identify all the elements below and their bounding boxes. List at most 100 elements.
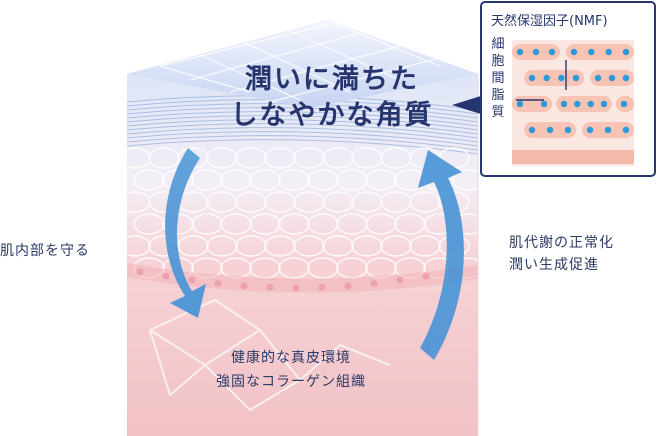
inset-pointer [452, 95, 484, 115]
epidermis-cell [409, 235, 441, 257]
bottom-label: 健康的な真皮環境 強固なコラーゲン組織 [216, 346, 366, 394]
epidermis-cell [336, 169, 368, 191]
nmf-dot [622, 74, 630, 82]
epidermis-cell [206, 147, 238, 169]
epidermis-cell [322, 235, 354, 257]
basal-cell [188, 276, 196, 284]
epidermis-cells [127, 147, 478, 279]
epidermis-cell [351, 147, 383, 169]
basal-cell [162, 272, 170, 280]
nmf-dot [594, 74, 602, 82]
epidermis-cell [322, 147, 354, 169]
epidermis-cell [206, 235, 238, 257]
epidermis-cell [235, 235, 267, 257]
epidermis-cell [191, 213, 223, 235]
epidermis-cell [293, 235, 325, 257]
right-label-line-2: 潤い生成促進 [509, 257, 599, 273]
bottom-label-line-2: 強固なコラーゲン組織 [216, 374, 366, 390]
epidermis-cell [133, 169, 165, 191]
nmf-dot [574, 100, 581, 108]
nmf-dot [588, 48, 595, 56]
epidermis-cell [235, 191, 267, 213]
right-label: 肌代謝の正常化 潤い生成促進 [509, 232, 614, 276]
epidermis-cell [249, 213, 281, 235]
epidermis-cell [148, 235, 180, 257]
epidermis-cell [177, 235, 209, 257]
epidermis-cell [365, 213, 397, 235]
left-label: 肌内部を守る [0, 243, 90, 259]
epidermis-cell [293, 191, 325, 213]
basal-cell [396, 276, 404, 284]
nmf-dot [540, 100, 548, 108]
epidermis-cell [127, 147, 151, 169]
nmf-dot [622, 48, 630, 56]
nmf-dot [532, 48, 540, 56]
nmf-dot [558, 74, 565, 82]
headline: 潤いに満ちた しなやかな角質 [212, 62, 452, 134]
epidermis-cell [307, 213, 339, 235]
nmf-dot [548, 48, 556, 56]
nmf-dot [570, 48, 578, 56]
corneum-line [127, 123, 478, 139]
epidermis-cell [380, 147, 412, 169]
epidermis-cell [191, 169, 223, 191]
nmf-dot [564, 126, 572, 134]
basal-band [127, 263, 478, 293]
epidermis-cell [264, 191, 296, 213]
corneocyte [566, 44, 634, 60]
epidermis-cell [235, 147, 267, 169]
nmf-dot [620, 100, 628, 108]
nmf-dot [543, 74, 550, 82]
epidermis-cell [380, 191, 412, 213]
basal-cell [318, 283, 326, 291]
epidermis-cell [206, 191, 238, 213]
epidermis-cell [220, 169, 252, 191]
epidermis-cell [127, 235, 151, 257]
corneum-line [127, 107, 478, 123]
nmf-dot [546, 126, 554, 134]
nmf-dot [608, 74, 616, 82]
epidermis-cell [409, 191, 441, 213]
nmf-dot [605, 48, 612, 56]
inset-vertical-label: 細胞間脂質 [491, 37, 505, 120]
corneum-line [127, 127, 478, 143]
nmf-dot [516, 48, 524, 56]
basal-cell [214, 279, 222, 287]
down-arrow [165, 148, 206, 318]
up-arrow [418, 150, 464, 360]
epidermis-cell [351, 191, 383, 213]
corneum-line [127, 111, 478, 127]
inset-title: 天然保湿因子(NMF) [491, 14, 608, 29]
skin-surface [127, 20, 478, 108]
epidermis-cell [452, 169, 478, 191]
epidermis-cell [394, 213, 426, 235]
epidermis-cell [249, 169, 281, 191]
epidermis-cell [264, 147, 296, 169]
inset-base-cell [512, 150, 634, 164]
epidermis-cell [380, 235, 412, 257]
nmf-dot [600, 100, 608, 108]
headline-line-1: 潤いに満ちた [245, 64, 419, 95]
epidermis-cell [278, 257, 310, 279]
nmf-dot [622, 126, 630, 134]
nmf-dot [572, 74, 580, 82]
basal-cell [266, 283, 274, 291]
basal-cell [344, 282, 352, 290]
nmf-dot [604, 126, 612, 134]
epidermis-cell [307, 169, 339, 191]
epidermis-cell [127, 191, 151, 213]
basal-cell [370, 279, 378, 287]
nmf-dot [528, 126, 536, 134]
corneocyte [524, 70, 584, 86]
nmf-inset [480, 1, 656, 177]
right-label-line-1: 肌代謝の正常化 [509, 235, 614, 251]
nmf-dot [586, 126, 594, 134]
corneum-line [127, 135, 478, 151]
bottom-label-line-1: 健康的な真皮環境 [231, 350, 351, 366]
epidermis-cell [365, 169, 397, 191]
epidermis-cell [278, 169, 310, 191]
epidermis-cell [351, 235, 383, 257]
epidermis-cell [336, 213, 368, 235]
epidermis-cell [278, 213, 310, 235]
